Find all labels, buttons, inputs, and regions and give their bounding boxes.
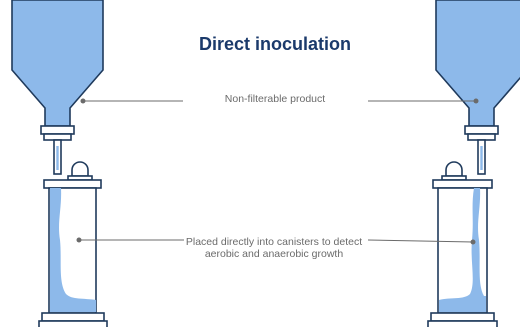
right-vent-filter: [445, 161, 463, 177]
left-canister-base: [41, 312, 105, 322]
right-canister-liquid: [439, 188, 486, 312]
left-assembly: [11, 0, 108, 327]
right-bottle-cap: [464, 125, 499, 135]
left-vent-filter: [71, 161, 89, 177]
product-label: Non-filterable product: [224, 93, 326, 105]
right-canister-base: [430, 312, 495, 322]
left-bottle-cap: [40, 125, 75, 135]
left-product-bottle: [11, 0, 104, 127]
left-bottle-cap-lower: [43, 133, 72, 141]
left-canister-liquid: [50, 188, 96, 312]
right-product-bottle: [435, 0, 520, 127]
callout-line-canister-right: [367, 239, 474, 243]
left-canister-lid: [43, 179, 102, 189]
right-assembly: [427, 0, 520, 327]
right-canister-lid: [432, 179, 493, 189]
canister-label: Placed directly into canisters to detect…: [185, 236, 363, 260]
diagram-title: Direct inoculation: [198, 34, 351, 54]
